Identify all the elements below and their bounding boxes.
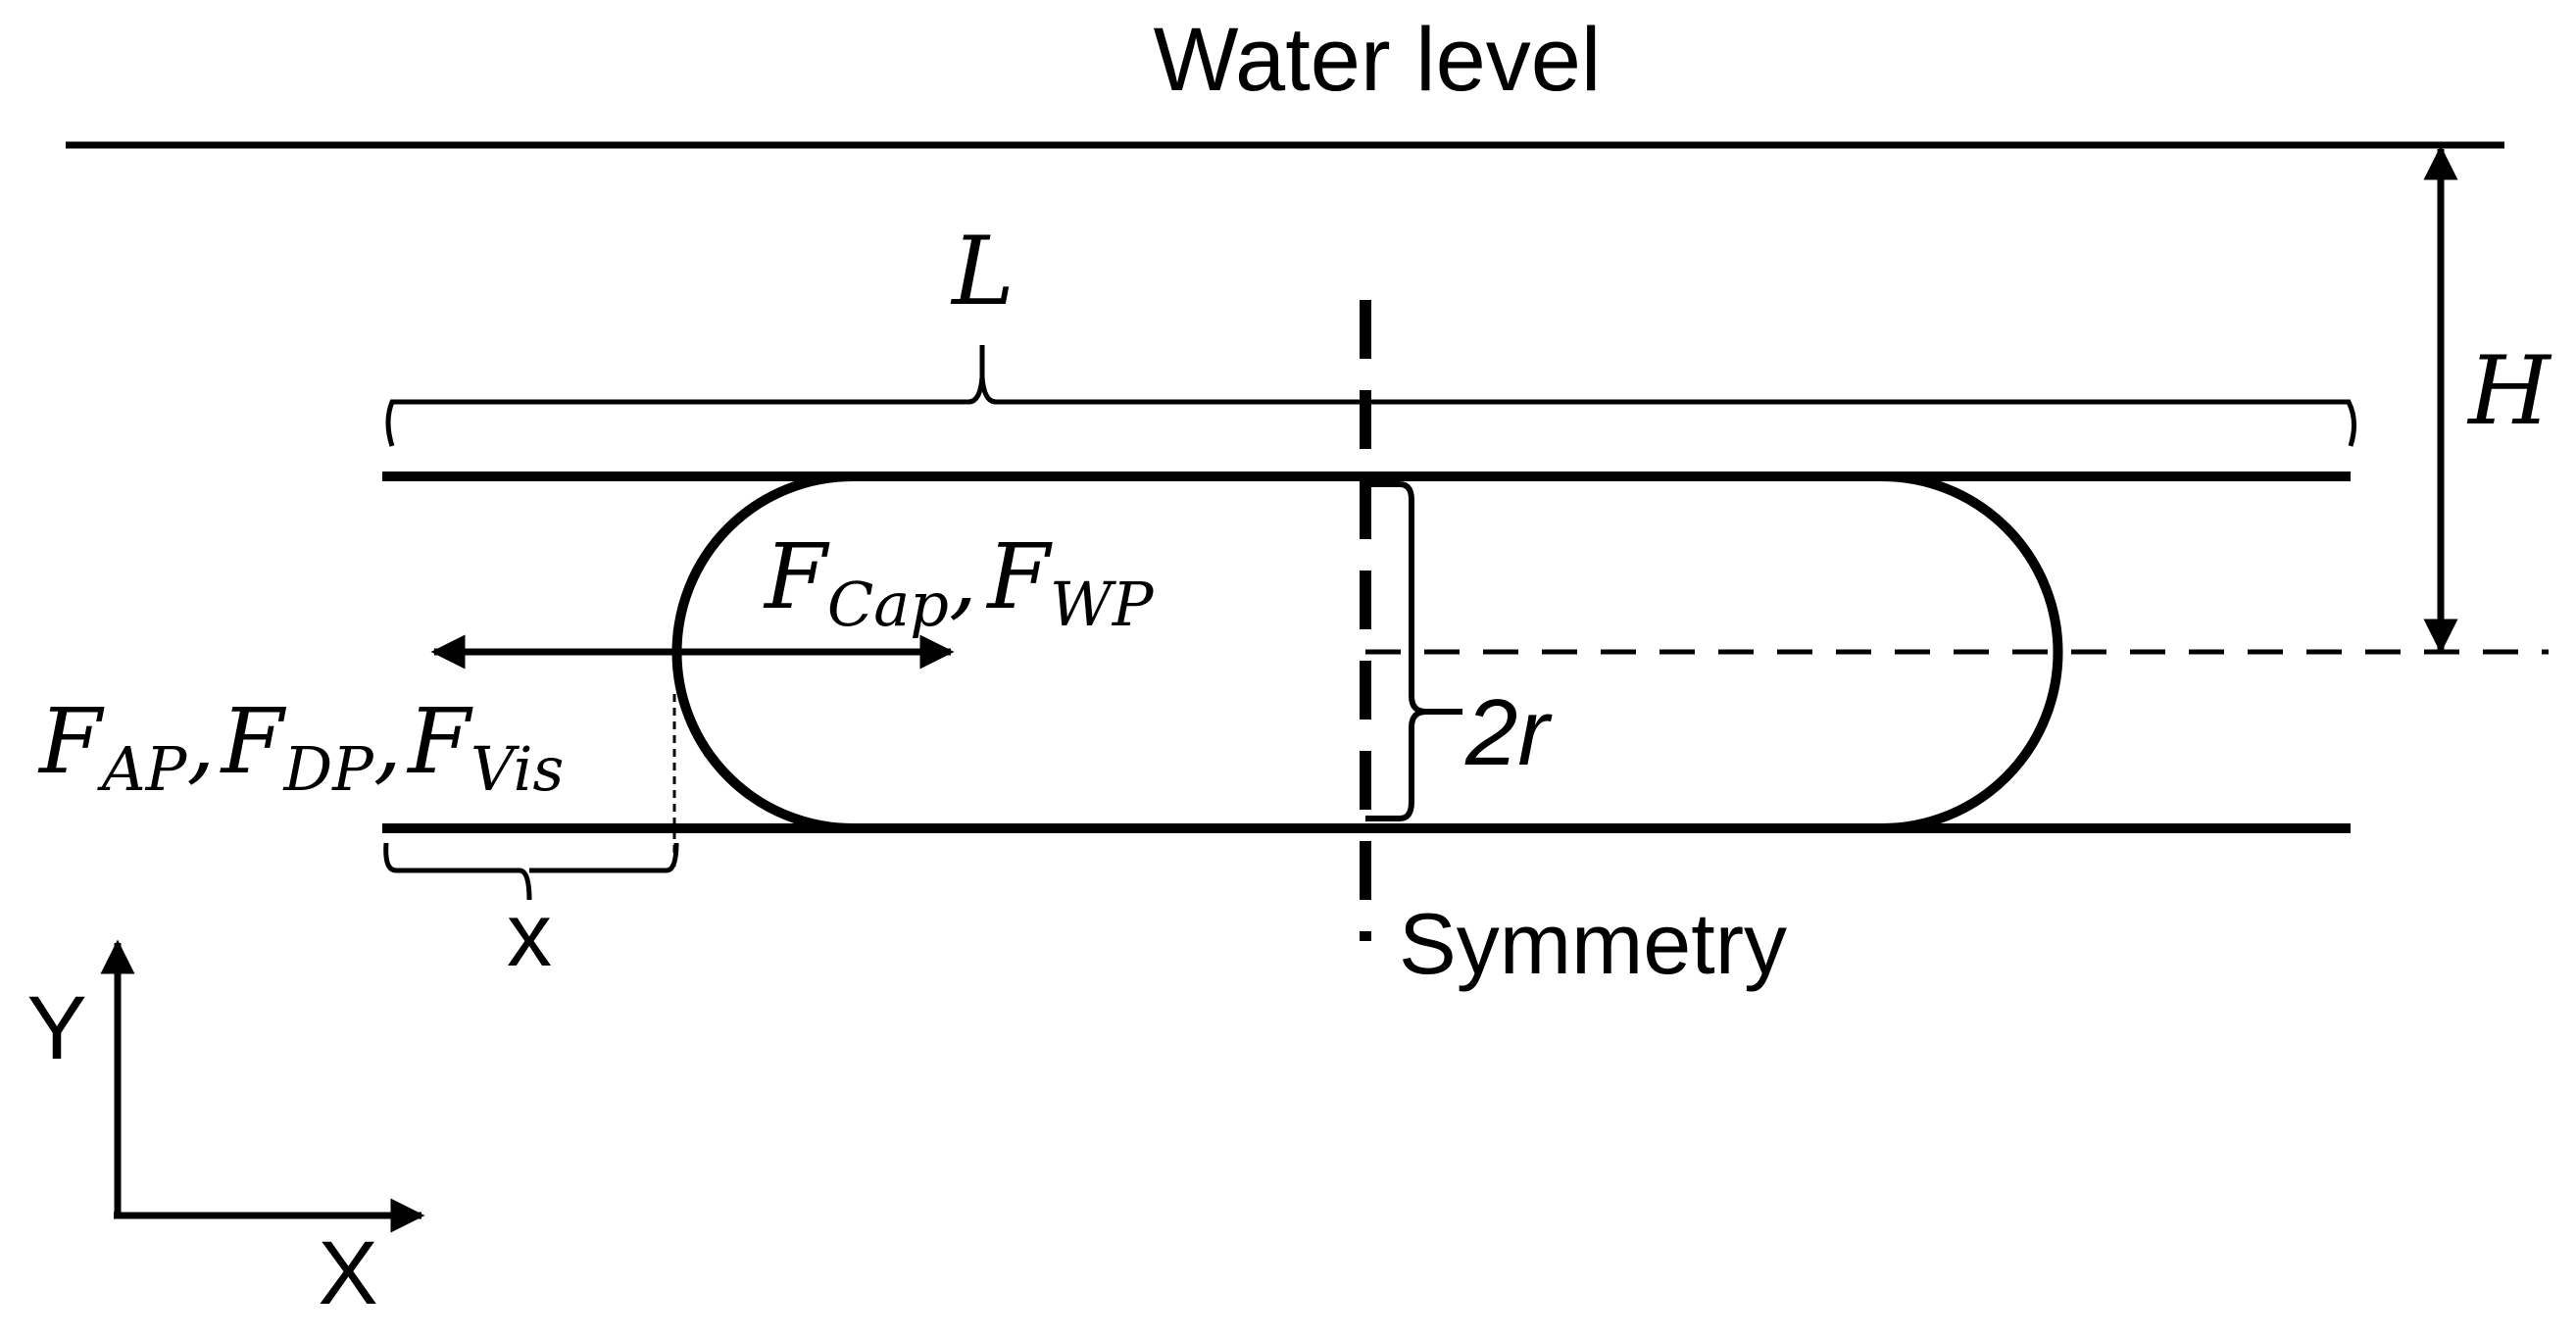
force-separator: , [373,689,402,794]
length-brace [385,345,2356,447]
force-subscript: DP [282,733,374,805]
height-label: H [2466,336,2552,446]
force-separator: , [186,689,215,794]
length-label: L [950,217,1015,326]
force-subscript: WP [1050,569,1155,640]
force-term: F [220,689,287,794]
force-label-right: FCap,FWP [763,524,1155,640]
force-subscript: Cap [827,569,949,640]
axis-y-label: Y [26,978,86,1078]
symmetry-label: Symmetry [1399,895,1787,992]
force-term: F [985,524,1053,629]
position-brace [383,842,679,901]
force-separator: , [949,524,977,629]
force-subscript: AP [97,733,188,805]
axis-x-label: X [318,1223,377,1323]
position-label: x [507,885,552,985]
radius-label: 2r [1464,680,1553,785]
force-term: F [37,689,105,794]
force-subscript: Vis [471,733,564,805]
water-level-label: Water level [1154,10,1602,110]
radius-brace [1365,481,1462,821]
force-term: F [763,524,830,629]
force-label-left: FAP,FDP,FVis [37,689,564,805]
force-term: F [406,689,473,794]
bubble-outline [671,471,2063,833]
